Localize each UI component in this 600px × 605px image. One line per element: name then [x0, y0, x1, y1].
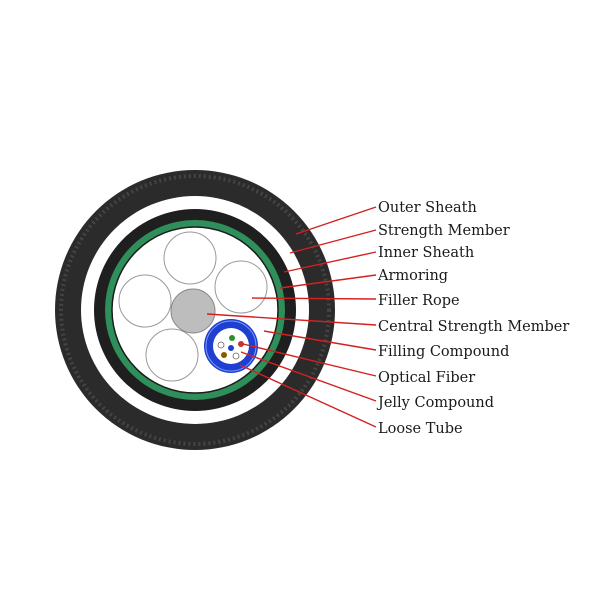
label-armoring: Armoring: [377, 268, 448, 284]
optical-fiber: [217, 341, 225, 349]
leader-line-central-strength-member: [206, 313, 377, 326]
label-jelly-compound: Jelly Compound: [376, 395, 494, 411]
label-strength-member: Strength Member: [378, 223, 510, 239]
optical-fiber: [228, 345, 234, 351]
filler-rope: [163, 231, 217, 285]
filler-rope: [214, 260, 268, 314]
label-filling-compound: Filling Compound: [378, 344, 509, 360]
label-central-strength-member: Central Strength Member: [378, 319, 569, 335]
leader-lines: [206, 206, 377, 428]
optical-fiber: [232, 352, 240, 360]
leader-line-filling-compound: [263, 330, 377, 351]
leader-line-outer-sheath: [295, 206, 377, 235]
label-outer-sheath: Outer Sheath: [378, 200, 477, 216]
leader-line-armoring: [279, 274, 377, 289]
label-loose-tube: Loose Tube: [378, 421, 463, 437]
leader-line-filler-rope: [251, 297, 377, 300]
label-filler-rope: Filler Rope: [378, 293, 460, 309]
leader-line-loose-tube: [239, 364, 377, 428]
leader-line-inner-sheath: [283, 251, 377, 273]
filler-rope: [118, 274, 172, 328]
optical-fiber: [238, 341, 244, 347]
filler-rope: [145, 328, 199, 382]
optical-fiber: [221, 352, 227, 358]
outer-sheath-texture: [59, 174, 331, 446]
central-strength-member: [170, 288, 216, 334]
leader-line-optical-fiber: [242, 343, 377, 377]
leader-line-strength-member: [289, 229, 377, 254]
optical-fiber: [229, 335, 235, 341]
loose-tube-ring: [205, 320, 257, 372]
leader-line-jelly-compound: [240, 351, 377, 402]
label-optical-fiber: Optical Fiber: [378, 370, 475, 386]
label-inner-sheath: Inner Sheath: [378, 245, 474, 261]
